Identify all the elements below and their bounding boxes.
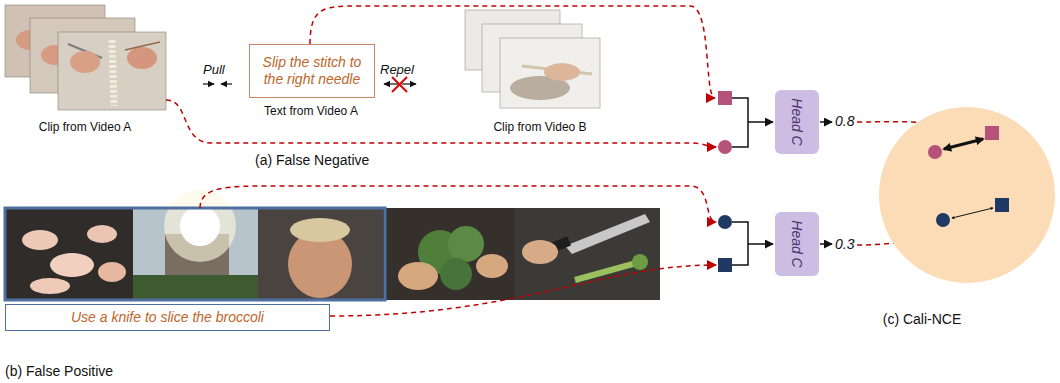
label-text: Pull xyxy=(203,62,225,77)
svg-rect xyxy=(515,208,660,300)
svg-circle xyxy=(164,190,236,262)
svg-rect xyxy=(5,208,385,300)
svg-circle xyxy=(936,213,950,227)
svg-line xyxy=(820,121,832,123)
svg-line xyxy=(112,40,114,106)
svg-ellipse xyxy=(87,225,117,243)
head-label: Head C xyxy=(789,98,805,145)
svg-ellipse xyxy=(476,254,508,278)
svg-rect xyxy=(995,198,1009,212)
svg-ellipse xyxy=(544,63,580,81)
svg-ellipse xyxy=(98,262,126,282)
svg-line xyxy=(944,139,983,149)
label-text: Repel xyxy=(380,62,414,77)
svg-ellipse xyxy=(50,253,94,277)
label-text: (c) Cali-NCE xyxy=(883,311,962,327)
video-a-frames xyxy=(5,5,166,110)
svg-line xyxy=(820,243,832,245)
svg-rect xyxy=(383,208,515,300)
svg-circle xyxy=(632,254,648,270)
svg-circle xyxy=(928,145,942,159)
pull-arrows xyxy=(203,84,232,85)
svg-line xyxy=(952,208,993,218)
svg-ellipse xyxy=(290,218,350,242)
svg-rect xyxy=(5,208,133,300)
label-text: (b) False Positive xyxy=(5,363,113,379)
svg-circle xyxy=(879,107,1055,283)
text-box: Use a knife to slice the broccoli xyxy=(5,304,330,331)
video-strip xyxy=(5,190,660,300)
dashed-leaders xyxy=(166,6,966,316)
svg-rect xyxy=(718,91,732,105)
svg-line xyxy=(125,42,160,50)
text-box: Slip the stitch to the right needle xyxy=(249,44,375,98)
svg-circle xyxy=(718,215,732,229)
svg-circle xyxy=(718,140,732,154)
svg-polygon xyxy=(565,214,650,254)
svg-path xyxy=(330,265,716,316)
svg-line xyxy=(402,83,416,84)
svg-ellipse xyxy=(30,278,70,294)
svg-rect xyxy=(985,126,999,140)
svg-line xyxy=(384,83,398,84)
svg-rect xyxy=(718,258,732,272)
svg-ellipse xyxy=(522,240,558,264)
label-text: (a) False Negative xyxy=(255,152,369,168)
svg-rect xyxy=(258,208,383,300)
head-box: Head C xyxy=(775,212,819,276)
repel-arrows xyxy=(384,77,416,92)
svg-ellipse xyxy=(127,47,157,69)
svg-rect xyxy=(500,38,600,108)
svg-circle xyxy=(448,226,484,262)
video-b-frames xyxy=(465,10,600,108)
svg-ellipse xyxy=(398,262,438,290)
label-text: Clip from Video A xyxy=(39,120,132,134)
svg-path xyxy=(166,100,716,147)
svg-rect xyxy=(58,32,166,110)
svg-circle xyxy=(180,206,220,246)
svg-polyline xyxy=(732,222,748,265)
label-text: 0.3 xyxy=(835,236,854,252)
svg-ellipse xyxy=(22,230,58,250)
svg-line xyxy=(392,77,407,92)
caption-text: Slip the stitch to the right needle xyxy=(255,54,369,88)
svg-line xyxy=(392,77,407,92)
svg-ellipse xyxy=(70,51,100,73)
svg-line xyxy=(748,243,773,245)
svg-line xyxy=(203,83,214,84)
label-text: Text from Video A xyxy=(264,104,358,118)
head-label: Head C xyxy=(789,220,805,267)
svg-circle xyxy=(440,258,472,290)
svg-rect xyxy=(133,275,258,300)
caption-text: Use a knife to slice the broccoli xyxy=(71,309,264,326)
head-box: Head C xyxy=(775,90,819,154)
svg-line xyxy=(748,121,773,123)
embedding-space xyxy=(879,107,1055,283)
svg-path xyxy=(200,186,716,222)
label-text: 0.8 xyxy=(835,113,854,129)
svg-line xyxy=(221,83,232,84)
embedding-pair-a xyxy=(718,91,832,154)
label-text: Clip from Video B xyxy=(493,120,586,134)
svg-polyline xyxy=(732,98,748,147)
